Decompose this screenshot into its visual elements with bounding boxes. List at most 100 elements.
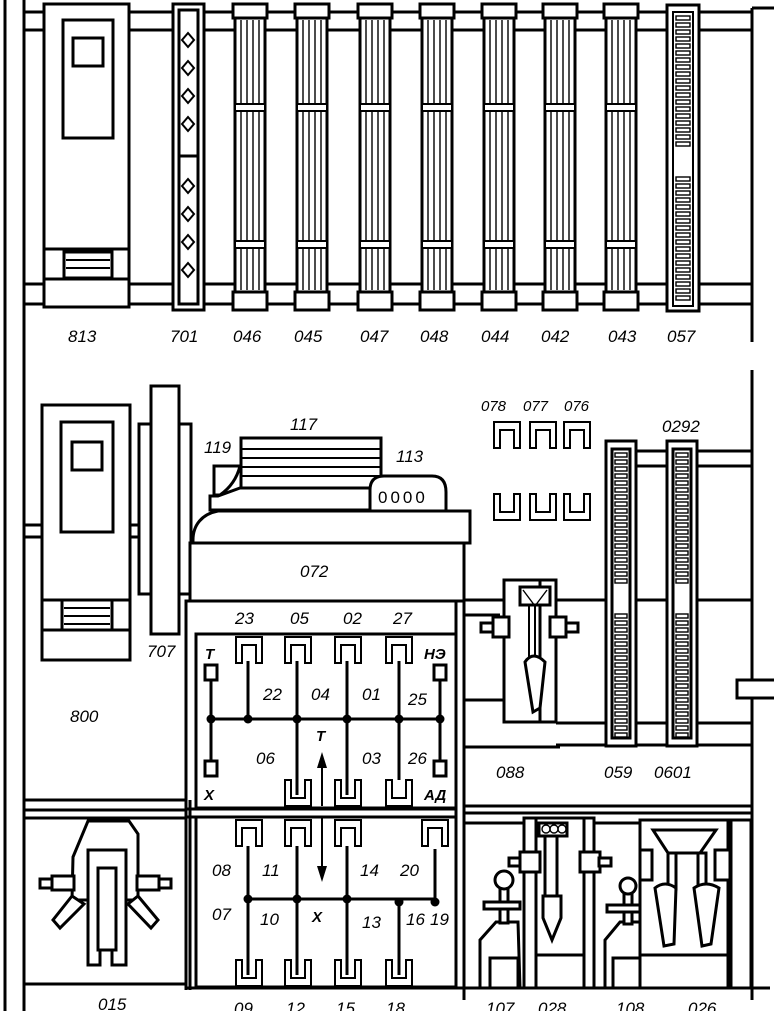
- gear-tooth: [675, 641, 689, 647]
- clamp-icon: [334, 779, 362, 807]
- gear-tooth: [675, 253, 691, 259]
- gear-tooth: [675, 57, 691, 63]
- device-026: 026: [638, 818, 753, 1011]
- label-03: 03: [362, 749, 381, 768]
- label-078: 078: [481, 398, 507, 415]
- label-18: 18: [386, 999, 405, 1011]
- label-06: 06: [256, 749, 275, 768]
- gear-tooth: [614, 697, 628, 703]
- gear-tooth: [675, 508, 689, 514]
- gear-tooth: [675, 246, 691, 252]
- label-11: 11: [262, 861, 280, 880]
- label-19: 19: [430, 910, 449, 929]
- gear-tooth: [614, 543, 628, 549]
- label-13: 13: [362, 913, 381, 932]
- label-113: 113: [396, 447, 424, 466]
- gear-tooth: [614, 557, 628, 563]
- gear-tooth: [614, 718, 628, 724]
- gear-tooth: [614, 662, 628, 668]
- clamp-icon: [529, 493, 557, 521]
- gear-tooth: [675, 127, 691, 133]
- gear-tooth: [675, 22, 691, 28]
- gear-tooth: [675, 141, 691, 147]
- gear-tooth: [614, 690, 628, 696]
- gear-tooth: [614, 648, 628, 654]
- gear-tooth: [675, 190, 691, 196]
- clamp-icon: [284, 636, 312, 664]
- gear-tooth: [675, 225, 691, 231]
- gear-tooth: [675, 288, 691, 294]
- clamp-icon: [334, 959, 362, 987]
- gear-tooth: [675, 711, 689, 717]
- gear-059: 059: [604, 439, 638, 782]
- label-26: 26: [407, 749, 427, 768]
- gear-tooth: [675, 466, 689, 472]
- clamp-icon: [493, 421, 521, 449]
- label-057: 057: [667, 327, 696, 346]
- gear-tooth: [675, 522, 689, 528]
- gear-tooth: [675, 204, 691, 210]
- diamond-indicator: [180, 87, 196, 105]
- top-row-labels: 813 701 046 045 047 048 044 042 043 057: [68, 327, 696, 346]
- gear-tooth: [614, 473, 628, 479]
- gear-tooth: [675, 113, 691, 119]
- gear-tooth: [675, 627, 689, 633]
- gear-tooth: [675, 529, 689, 535]
- gear-tooth: [675, 29, 691, 35]
- gear-tooth: [675, 648, 689, 654]
- gear-tooth: [614, 711, 628, 717]
- gear-tooth: [614, 683, 628, 689]
- gear-tooth: [614, 655, 628, 661]
- wire-bundle: [480, 2, 518, 312]
- gear-tooth: [614, 480, 628, 486]
- gear-tooth: [614, 466, 628, 472]
- gear-tooth: [675, 501, 689, 507]
- gear-tooth: [675, 613, 689, 619]
- device-028: 028: [507, 816, 613, 1011]
- gear-tooth: [675, 232, 691, 238]
- label-045: 045: [294, 327, 323, 346]
- label-09: 09: [234, 999, 253, 1011]
- gear-tooth: [614, 494, 628, 500]
- clamp-icon: [385, 779, 413, 807]
- label-026: 026: [688, 999, 717, 1011]
- label-15: 15: [336, 999, 355, 1011]
- gear-tooth: [675, 655, 689, 661]
- gear-tooth: [614, 501, 628, 507]
- gear-tooth: [614, 508, 628, 514]
- label-04: 04: [311, 685, 330, 704]
- label-16: 16: [406, 910, 425, 929]
- wire-bundle: [356, 2, 394, 312]
- gear-tooth: [675, 634, 689, 640]
- gear-strip-057: [665, 3, 701, 313]
- gear-tooth: [675, 550, 689, 556]
- label-07: 07: [212, 905, 231, 924]
- gear-tooth: [675, 683, 689, 689]
- gear-tooth: [675, 15, 691, 21]
- cabinet-813: [42, 2, 131, 309]
- gear-tooth: [675, 78, 691, 84]
- gear-tooth: [614, 676, 628, 682]
- clamp-icon: [563, 421, 591, 449]
- wire-bundle: [602, 2, 640, 312]
- counter-digits: 0000: [378, 488, 428, 507]
- indicator-strip-701: [171, 2, 206, 312]
- label-088: 088: [496, 763, 525, 782]
- label-center-X: X: [311, 909, 323, 926]
- diamond-indicator: [180, 177, 196, 195]
- clamp-icon: [334, 636, 362, 664]
- gear-tooth: [675, 571, 689, 577]
- label-T: T: [205, 646, 216, 663]
- gear-tooth: [614, 459, 628, 465]
- panel-707: 707: [137, 384, 193, 661]
- gear-tooth: [614, 564, 628, 570]
- gear-tooth: [614, 515, 628, 521]
- gear-tooth: [675, 494, 689, 500]
- label-0292: 0292: [662, 417, 700, 436]
- gear-tooth: [675, 99, 691, 105]
- gear-tooth: [675, 106, 691, 112]
- clamp-icon: [235, 959, 263, 987]
- label-047: 047: [360, 327, 389, 346]
- label-108: 108: [616, 999, 645, 1011]
- gear-tooth: [675, 536, 689, 542]
